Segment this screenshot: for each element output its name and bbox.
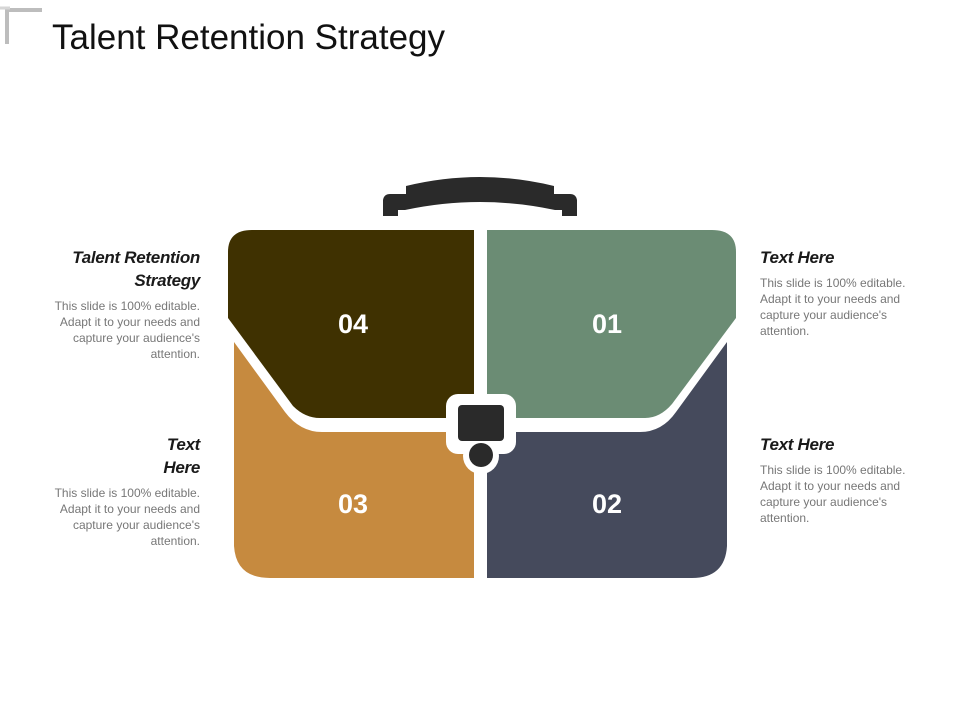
callout-top-right: Text Here This slide is 100% editable. A… [760,246,960,339]
callout-heading: Talent Retention Strategy [72,248,200,290]
segment-01 [487,230,736,418]
segment-03-number: 03 [338,489,368,519]
segment-01-number: 01 [592,309,622,339]
callout-body: This slide is 100% editable. Adapt it to… [760,463,906,525]
briefcase-handle [383,177,577,216]
corner-bracket-decoration [0,6,42,44]
slide-title: Talent Retention Strategy [52,18,446,57]
segment-03 [234,342,474,578]
callout-body: This slide is 100% editable. Adapt it to… [54,299,200,361]
callout-body: This slide is 100% editable. Adapt it to… [760,276,906,338]
callout-bottom-right: Text Here This slide is 100% editable. A… [760,433,960,526]
callout-heading: Text Here [760,248,835,267]
callout-bottom-left: Text Here This slide is 100% editable. A… [0,433,201,549]
segment-02-number: 02 [592,489,622,519]
callout-heading: Text Here [163,435,200,477]
segment-04 [228,230,474,418]
callout-heading: Text Here [760,435,835,454]
callout-body: This slide is 100% editable. Adapt it to… [54,486,200,548]
segment-04-number: 04 [338,309,368,339]
segment-02 [487,342,727,578]
clasp-lock [446,394,516,474]
callout-top-left: Talent Retention Strategy This slide is … [0,246,201,362]
